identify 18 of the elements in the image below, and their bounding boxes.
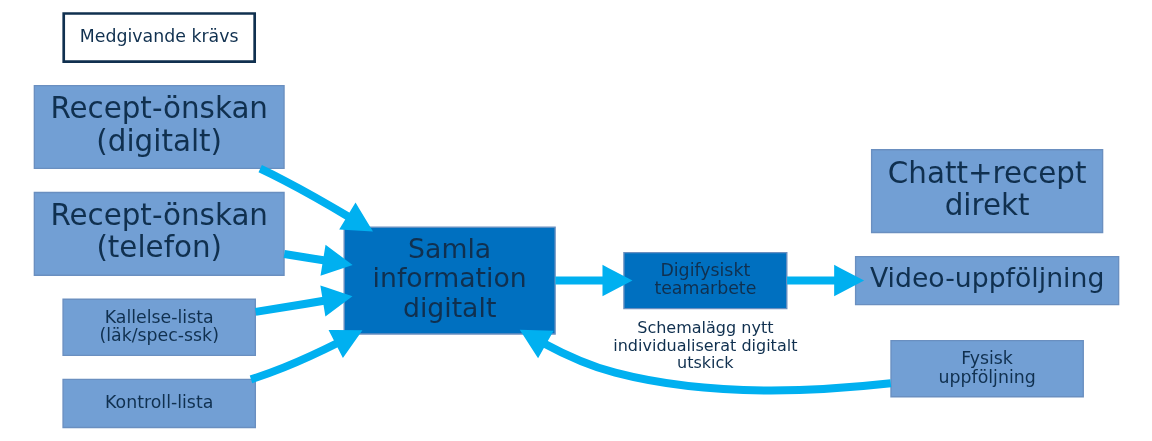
arrow <box>249 329 362 384</box>
node-box: Kallelse-lista (läk/spec-ssk) <box>61 298 256 357</box>
node-box: Recept-önskan (telefon) <box>33 191 285 276</box>
arrow <box>258 165 373 232</box>
node-box: Chatt+recept direkt <box>870 149 1103 234</box>
node-box: Fysisk uppföljning <box>889 340 1084 398</box>
node-box: Samla information digitalt <box>342 226 556 335</box>
arrow <box>519 329 891 395</box>
node-box: Kontroll-lista <box>61 378 256 429</box>
edge-label: Schemalägg nytt individualiserat digitalt utskick <box>612 318 797 373</box>
arrow <box>554 264 632 297</box>
arrow <box>786 264 864 297</box>
arrow <box>254 285 352 317</box>
node-box: Recept-önskan (digitalt) <box>33 84 285 170</box>
node-box: Video-uppföljning <box>854 255 1119 306</box>
node-box: Digifysiskt teamarbete <box>622 251 787 310</box>
node-box: Medgivande krävs <box>61 12 256 63</box>
arrow <box>283 244 353 276</box>
